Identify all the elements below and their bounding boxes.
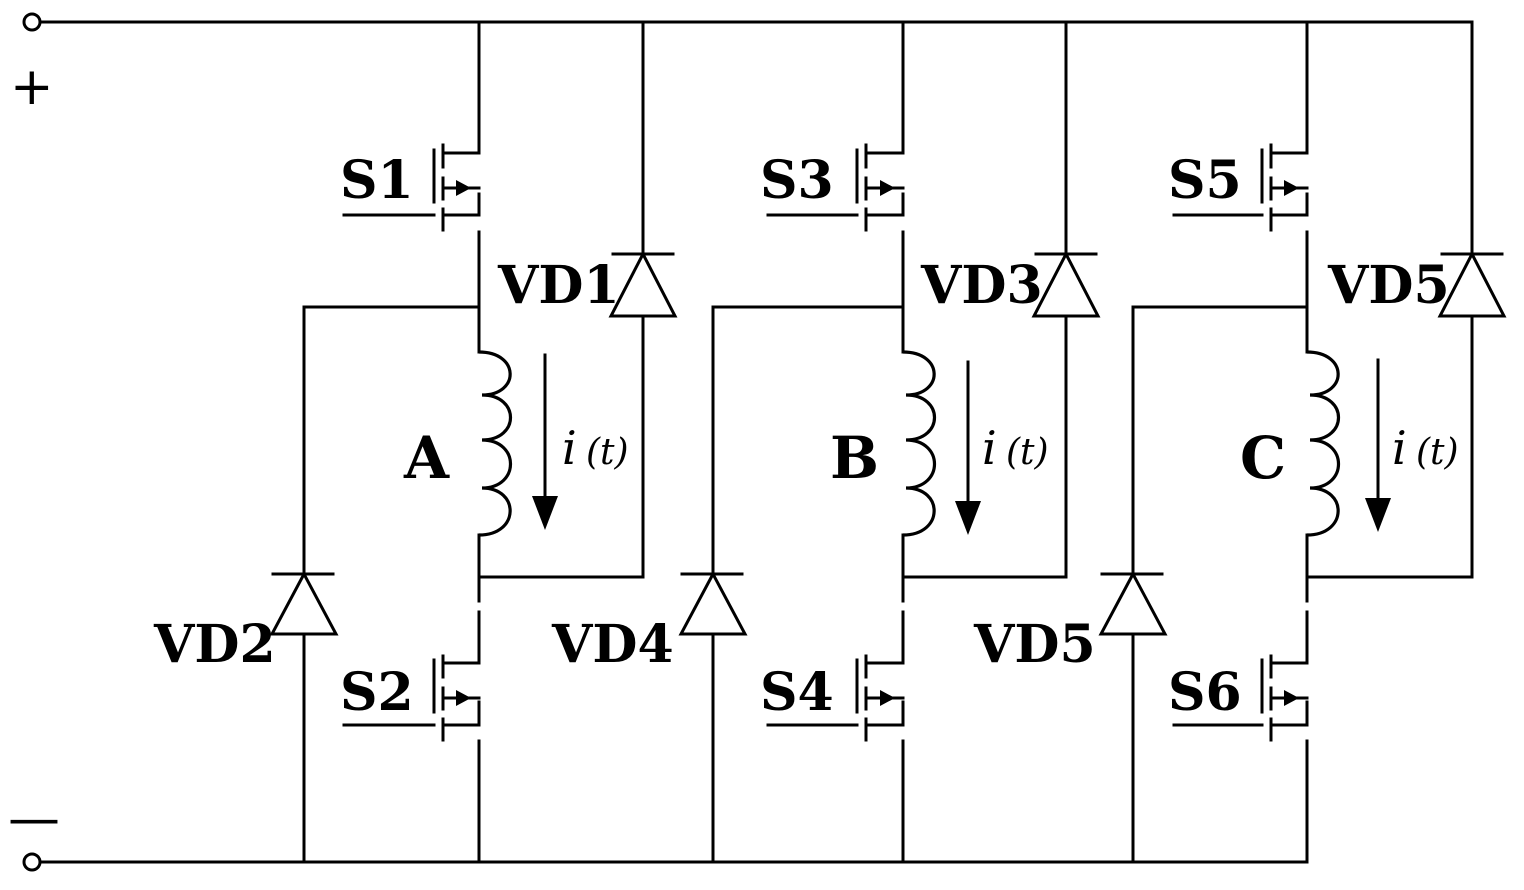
label-s1: S1: [340, 150, 414, 211]
phase-leg-b: S3 S4 VD3 VD4 B i (t): [551, 22, 1098, 862]
diode-vd1: [611, 254, 675, 316]
label-vd5-lower: VD5: [973, 614, 1096, 675]
label-current-a: i: [562, 421, 577, 475]
label-phase-a: A: [403, 424, 450, 492]
label-vd3: VD3: [920, 255, 1043, 316]
label-vd4: VD4: [551, 614, 674, 675]
label-s6: S6: [1168, 662, 1242, 723]
diode-vd5-lower: [1101, 574, 1165, 634]
label-vd5-upper: VD5: [1327, 255, 1450, 316]
phase-leg-c: S5 S6 VD5 VD5 C i (t): [973, 22, 1504, 862]
label-s2: S2: [340, 662, 414, 723]
diode-vd3: [1034, 254, 1098, 316]
label-current-arg-b: (t): [1006, 432, 1049, 473]
positive-sign: +: [10, 57, 54, 117]
negative-terminal: [24, 854, 40, 870]
label-phase-b: B: [830, 424, 879, 492]
current-arrow-b: [955, 362, 981, 535]
phase-c-winding: [1307, 352, 1339, 535]
current-arrow-a: [532, 355, 558, 530]
label-phase-c: C: [1240, 424, 1286, 492]
label-current-arg-c: (t): [1416, 432, 1459, 473]
phase-a-winding: [479, 352, 511, 535]
label-s5: S5: [1168, 150, 1242, 211]
diode-vd4: [681, 574, 745, 634]
positive-terminal: [24, 14, 40, 30]
label-current-c: i: [1392, 421, 1407, 475]
phase-b-winding: [903, 352, 935, 535]
label-s3: S3: [760, 150, 834, 211]
negative-sign: —: [8, 789, 60, 849]
current-arrow-c: [1365, 360, 1391, 532]
label-s4: S4: [760, 662, 834, 723]
label-current-arg-a: (t): [586, 432, 629, 473]
label-vd1: VD1: [497, 255, 620, 316]
diode-vd2: [272, 574, 336, 634]
label-current-b: i: [982, 421, 997, 475]
label-vd2: VD2: [153, 614, 276, 675]
phase-leg-a: S1 S2 VD1 VD2 A i (t): [153, 22, 675, 862]
